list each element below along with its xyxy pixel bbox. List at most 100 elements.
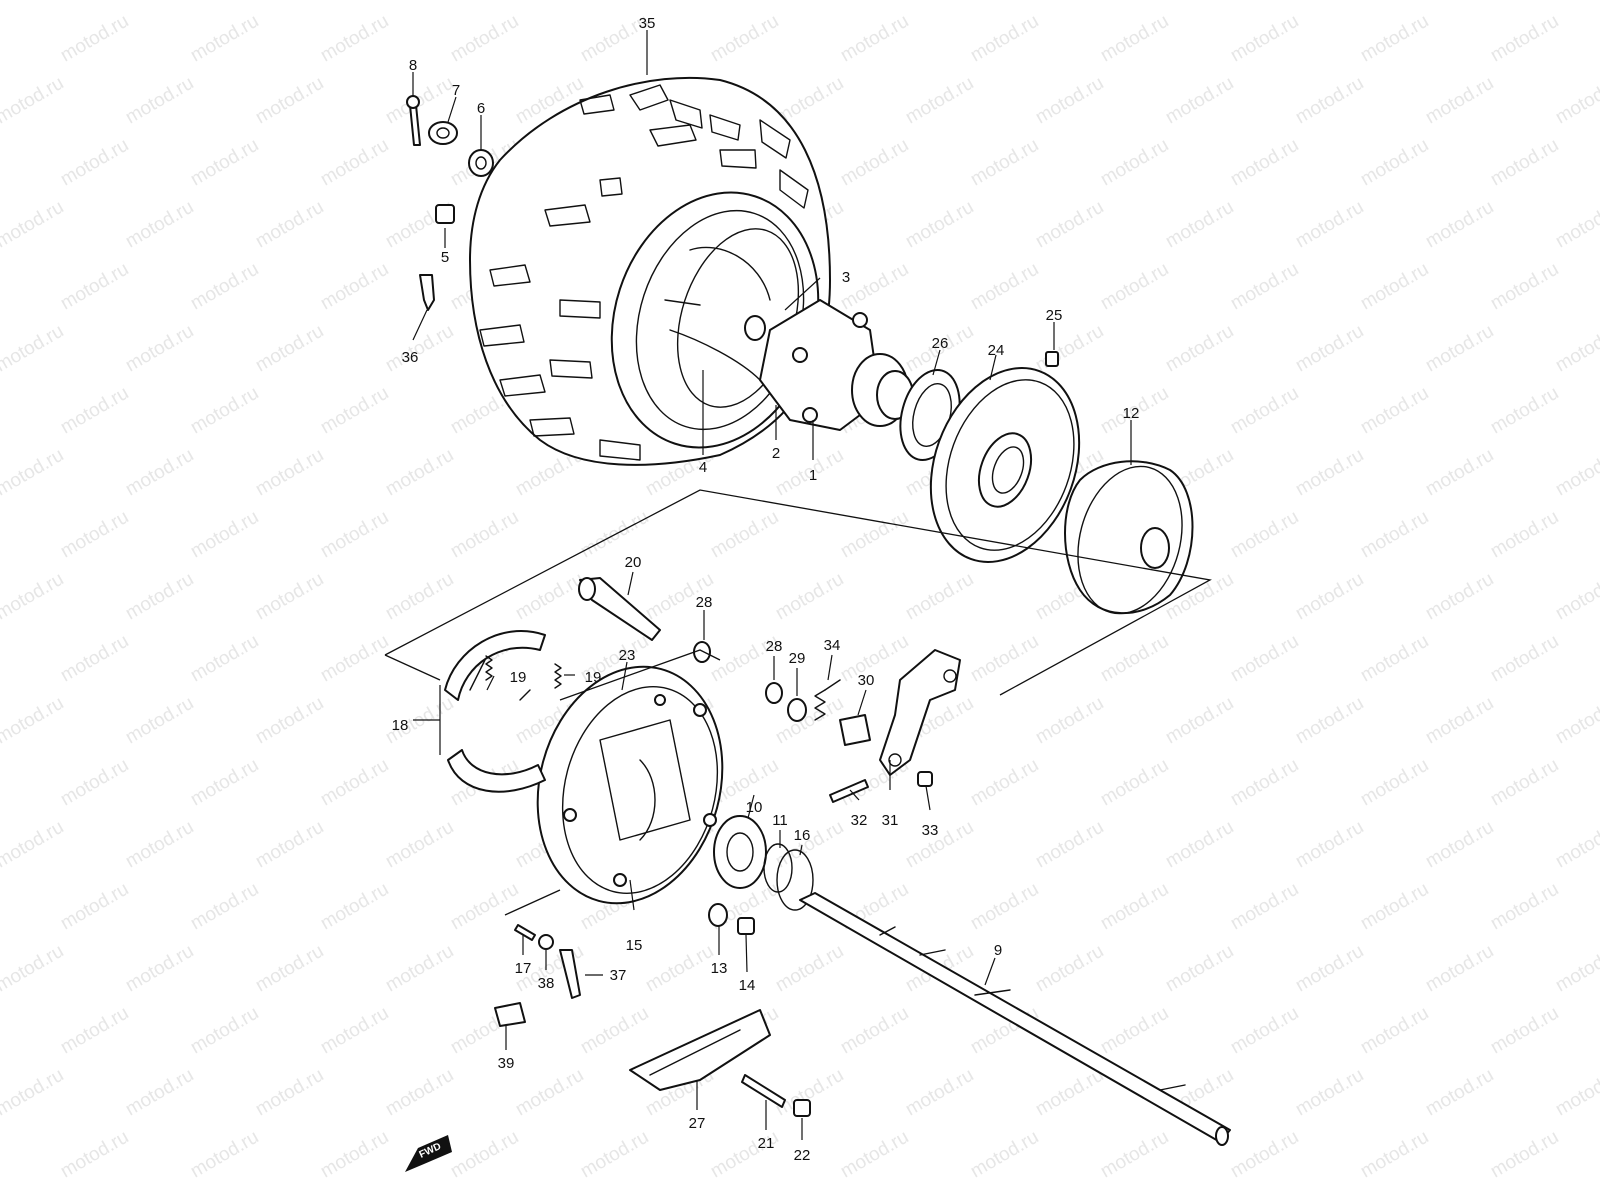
watermark-text: motod.ru xyxy=(1487,755,1562,811)
assembly-outline xyxy=(384,489,1212,696)
watermark-text: motod.ru xyxy=(252,941,327,997)
watermark-text: motod.ru xyxy=(1097,11,1172,67)
watermark-text: motod.ru xyxy=(902,0,977,4)
watermark-text: motod.ru xyxy=(1422,817,1497,873)
part-label-36: 36 xyxy=(402,349,419,366)
brake-shoes xyxy=(444,630,546,793)
part-label-14: 14 xyxy=(739,977,756,994)
watermark-text: motod.ru xyxy=(707,507,782,563)
part-label-37: 37 xyxy=(610,967,627,984)
part-label-28a: 28 xyxy=(696,594,713,611)
watermark-text: motod.ru xyxy=(1422,197,1497,253)
watermark-text: motod.ru xyxy=(0,259,2,315)
watermark-text: motod.ru xyxy=(1227,507,1302,563)
bearing xyxy=(713,815,767,889)
bolt-25 xyxy=(1045,351,1059,367)
part-label-26: 26 xyxy=(932,335,949,352)
watermark-text: motod.ru xyxy=(0,1065,67,1121)
watermark-text: motod.ru xyxy=(57,11,132,67)
watermark-text: motod.ru xyxy=(1487,879,1562,935)
watermark-text: motod.ru xyxy=(1227,631,1302,687)
spring-left xyxy=(485,655,493,681)
watermark-text: motod.ru xyxy=(772,941,847,997)
watermark-text: motod.ru xyxy=(902,569,977,625)
part-label-38: 38 xyxy=(538,975,555,992)
watermark-text: motod.ru xyxy=(187,11,262,67)
watermark-text: motod.ru xyxy=(1292,569,1367,625)
watermark-text: motod.ru xyxy=(1227,383,1302,439)
part-label-3: 3 xyxy=(842,269,850,286)
watermark-text: motod.ru xyxy=(382,1065,457,1121)
watermark-text: motod.ru xyxy=(837,1127,912,1183)
watermark-text: motod.ru xyxy=(57,879,132,935)
watermark-text: motod.ru xyxy=(1162,693,1237,749)
part-label-30: 30 xyxy=(858,672,875,689)
watermark-text: motod.ru xyxy=(122,817,197,873)
watermark-text: motod.ru xyxy=(57,631,132,687)
part-label-2: 2 xyxy=(772,445,780,462)
watermark-text: motod.ru xyxy=(1422,941,1497,997)
part-label-23: 23 xyxy=(619,647,636,664)
watermark-text: motod.ru xyxy=(837,11,912,67)
watermark-text: motod.ru xyxy=(1097,1003,1172,1059)
watermark-text: motod.ru xyxy=(252,73,327,129)
watermark-text: motod.ru xyxy=(1162,941,1237,997)
watermark-text: motod.ru xyxy=(1487,1127,1562,1183)
watermark-text: motod.ru xyxy=(772,0,847,4)
watermark-text: motod.ru xyxy=(1422,445,1497,501)
watermark-text: motod.ru xyxy=(1422,693,1497,749)
watermark-text: motod.ru xyxy=(1162,0,1237,4)
watermark-text: motod.ru xyxy=(1032,1065,1107,1121)
watermark-text: motod.ru xyxy=(1227,11,1302,67)
watermark-text: motod.ru xyxy=(187,135,262,191)
part-label-27: 27 xyxy=(689,1115,706,1132)
watermark-text: motod.ru xyxy=(577,1003,652,1059)
watermark-text: motod.ru xyxy=(0,569,67,625)
watermark-text: motod.ru xyxy=(1552,445,1600,501)
watermark-text: motod.ru xyxy=(447,507,522,563)
watermark-text: motod.ru xyxy=(1422,73,1497,129)
watermark-text: motod.ru xyxy=(1292,0,1367,4)
watermark-text: motod.ru xyxy=(252,321,327,377)
watermark-text: motod.ru xyxy=(1292,693,1367,749)
bolt-32 xyxy=(829,779,869,803)
watermark-text: motod.ru xyxy=(57,1127,132,1183)
watermark-text: motod.ru xyxy=(1097,135,1172,191)
watermark-text: motod.ru xyxy=(1292,941,1367,997)
watermark-text: motod.ru xyxy=(512,0,587,4)
watermark-text: motod.ru xyxy=(0,445,67,501)
watermark-text: motod.ru xyxy=(1097,631,1172,687)
watermark-text: motod.ru xyxy=(0,197,67,253)
watermark-text: motod.ru xyxy=(837,259,912,315)
watermark-text: motod.ru xyxy=(0,693,67,749)
watermark-text: motod.ru xyxy=(0,73,67,129)
circlip-16 xyxy=(776,849,814,911)
clamp-39 xyxy=(494,1002,526,1027)
brake-arm xyxy=(879,649,961,776)
watermark-text: motod.ru xyxy=(1487,11,1562,67)
watermark-text: motod.ru xyxy=(1032,197,1107,253)
watermark-text: motod.ru xyxy=(0,1003,2,1059)
part-label-8: 8 xyxy=(409,57,417,74)
watermark-text: motod.ru xyxy=(0,135,2,191)
part-label-6: 6 xyxy=(477,100,485,117)
watermark-text: motod.ru xyxy=(1227,1127,1302,1183)
brake-drum-cover xyxy=(929,367,1081,563)
watermark-text: motod.ru xyxy=(967,1127,1042,1183)
hose-37 xyxy=(559,949,581,999)
watermark-text: motod.ru xyxy=(1552,321,1600,377)
watermark-text: motod.ru xyxy=(57,1003,132,1059)
watermark-text: motod.ru xyxy=(1292,445,1367,501)
watermark-text: motod.ru xyxy=(447,879,522,935)
watermark-text: motod.ru xyxy=(252,817,327,873)
part-label-29: 29 xyxy=(789,650,806,667)
spring-right xyxy=(554,663,562,689)
brake-camshaft xyxy=(578,577,661,641)
watermark-text: motod.ru xyxy=(1097,259,1172,315)
watermark-text: motod.ru xyxy=(187,1003,262,1059)
pin-17 xyxy=(514,924,536,941)
washer-29 xyxy=(787,698,807,722)
watermark-text: motod.ru xyxy=(252,1065,327,1121)
part-label-9: 9 xyxy=(994,942,1002,959)
watermark-text: motod.ru xyxy=(1292,1065,1367,1121)
